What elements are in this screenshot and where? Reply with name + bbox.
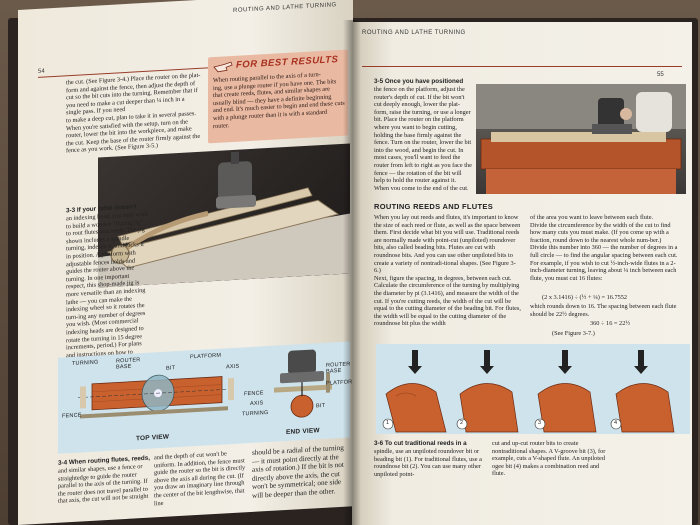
book-spine-shadow bbox=[343, 20, 361, 525]
fig34-text-col2: and the depth of cut won't be uniform. I… bbox=[154, 450, 246, 507]
fig36-caption-col2: cut and up-cut router bits to create non… bbox=[492, 440, 606, 478]
body-column-1: When you lay out reeds and flutes, it's … bbox=[374, 214, 521, 328]
bit-number-1: 1 bbox=[386, 420, 390, 426]
left-page: ROUTING AND LATHE TURNING 54 the cut. (S… bbox=[18, 0, 353, 525]
formula-1-note: which rounds down to 16. The spacing bet… bbox=[530, 303, 677, 318]
label-bit: BIT bbox=[166, 365, 176, 372]
running-head: ROUTING AND LATHE TURNING bbox=[233, 2, 337, 14]
fig36-caption: spindle, use an unpiloted roundover bit … bbox=[374, 448, 482, 478]
bit-profiles-drawing bbox=[382, 350, 675, 433]
bit-number-3: 3 bbox=[538, 420, 542, 426]
label-router-base: ROUTER BASE bbox=[116, 357, 141, 371]
page-number: 55 bbox=[657, 72, 664, 78]
formula-1: (2 x 3.1416) ÷ (½ + ¼) = 16.7552 bbox=[542, 294, 628, 301]
fig35-caption-title: 3-5 Once you have positioned bbox=[374, 78, 464, 85]
jig-illustration bbox=[98, 151, 350, 288]
profile-1 bbox=[385, 350, 447, 433]
fig34-caption: and similar shapes, use a fence or strai… bbox=[58, 463, 149, 506]
bit-number-4: 4 bbox=[614, 420, 618, 426]
routing-photo bbox=[476, 84, 686, 194]
profile-4 bbox=[615, 350, 675, 433]
formula-2: 360 ÷ 16 = 22½ bbox=[590, 320, 631, 327]
fluting-jig-photo bbox=[98, 143, 350, 288]
intro-paragraph: the cut. (See Figure 3-4.) Place the rou… bbox=[66, 71, 201, 155]
fig34-text-col3: should be a radial of the turning — it m… bbox=[252, 443, 344, 500]
tip-text: When routing parallel to the axis of a t… bbox=[213, 71, 345, 130]
body-column-2: of the area you want to leave between ea… bbox=[530, 214, 678, 282]
fig36-caption-title: 3-6 To cut traditional reeds in a bbox=[374, 440, 467, 447]
label-fence: FENCE bbox=[62, 412, 82, 420]
figure-reference: (See Figure 3-7.) bbox=[552, 330, 595, 337]
right-page: ROUTING AND LATHE TURNING 55 3-5 Once yo… bbox=[352, 22, 692, 525]
label-end-fence: FENCE bbox=[244, 390, 264, 398]
section-heading: ROUTING REEDS AND FLUTES bbox=[374, 202, 494, 211]
top-view-drawing bbox=[78, 374, 234, 419]
profile-2 bbox=[459, 350, 519, 433]
profile-3 bbox=[537, 350, 597, 433]
label-end-axis: AXIS bbox=[250, 400, 264, 408]
page-number: 54 bbox=[38, 68, 45, 75]
fig35-caption: the fence on the platform, adjust the ro… bbox=[374, 86, 472, 190]
end-view-drawing bbox=[274, 349, 332, 418]
running-head: ROUTING AND LATHE TURNING bbox=[362, 30, 466, 36]
label-axis: AXIS bbox=[226, 363, 240, 371]
pointing-hand-icon bbox=[213, 61, 233, 73]
header-rule bbox=[362, 66, 682, 67]
lathe-illustration bbox=[476, 84, 686, 194]
label-end-bit: BIT bbox=[316, 402, 326, 410]
router-diagram: TURNING ROUTER BASE BIT PLATFORM AXIS FE… bbox=[58, 341, 353, 454]
bit-number-2: 2 bbox=[460, 420, 464, 426]
bit-profiles-diagram: 1 2 3 4 bbox=[376, 344, 690, 434]
